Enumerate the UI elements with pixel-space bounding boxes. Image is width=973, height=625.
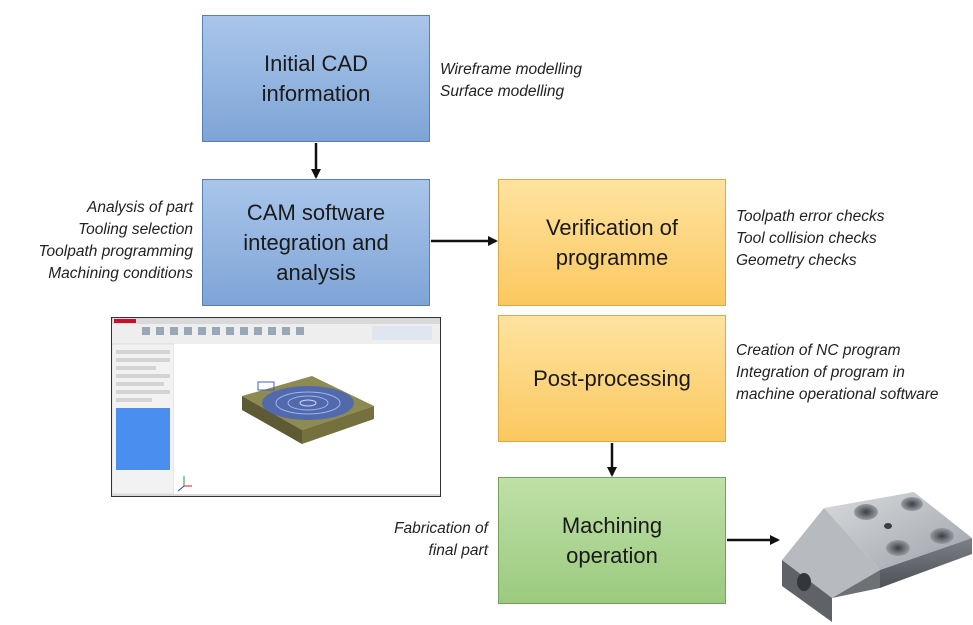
cam-software-screenshot: [111, 317, 441, 497]
final-part-graphic: [782, 492, 972, 622]
box-verification: Verification of programme: [498, 179, 726, 306]
note-cam: Analysis of part Tooling selection Toolp…: [38, 199, 193, 282]
box-cam-software: CAM software integration and analysis: [202, 179, 430, 306]
box-initial-cad: Initial CAD information: [202, 15, 430, 142]
note-cad: Wireframe modelling Surface modelling: [440, 61, 582, 100]
cam-screenshot-graphic: [112, 318, 440, 496]
box-post-processing: Post-processing: [498, 315, 726, 442]
note-post: Creation of NC program Integration of pr…: [736, 342, 939, 403]
box-machining: Machining operation: [498, 477, 726, 604]
note-machining: Fabrication of final part: [394, 520, 488, 559]
note-verify: Toolpath error checks Tool collision che…: [736, 208, 885, 269]
final-part-image: [762, 490, 973, 625]
